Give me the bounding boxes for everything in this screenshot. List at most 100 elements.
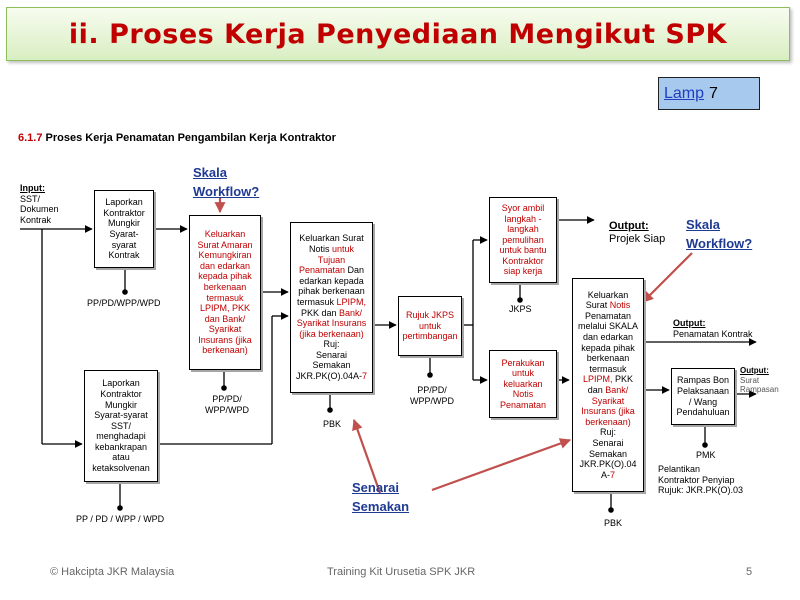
b8-text: dan edarkan (582, 332, 634, 343)
actor-line: WPP/WPD (205, 404, 249, 415)
box-line: Insurans (jika (198, 334, 252, 345)
section-number: 6.1.7 (18, 132, 43, 144)
b8-text: Surat (585, 300, 608, 311)
output-value: Projek Siap (609, 233, 666, 245)
box-line: Syor ambil (501, 202, 545, 213)
actor-pp-1: PP/PD/WPP/WPD (87, 298, 161, 308)
b4-text: untuk (332, 243, 355, 254)
input-line: Dokumen (20, 204, 59, 214)
b8-text: dan (587, 385, 603, 395)
b4-text: Senarai (315, 349, 348, 360)
box-notis-penamatan-skala: Keluarkan Surat Notis Penamatan melalui … (572, 278, 644, 492)
output-value: Surat (740, 375, 760, 385)
b4-text: Syarikat Insurans (296, 318, 367, 329)
b8-text: berkenaan) (585, 416, 631, 427)
box-line: Laporkan (105, 197, 143, 208)
box-rampas-bon: Rampas Bon Pelaksanaan / Wang Pendahulua… (671, 368, 735, 425)
b8-text: termasuk (589, 363, 627, 374)
box-line: Rujuk JKPS (405, 310, 455, 321)
annotation-senarai-semakan: Senarai Semakan (352, 478, 409, 516)
box-line: kepada pihak (198, 271, 252, 282)
b4-text: Dan (347, 265, 365, 276)
b8-text: JKR.PK(O).04 (579, 459, 637, 470)
output-value: Penamatan Kontrak (673, 328, 753, 339)
b8-text: Penamatan (584, 310, 632, 321)
input-label: Input: SST/ Dokumen Kontrak (20, 183, 59, 225)
slide-title: ii. Proses Kerja Penyediaan Mengikut SPK (68, 18, 728, 50)
box-line: Kemungkiran (198, 250, 252, 261)
footer-page-number: 5 (746, 566, 753, 578)
box-line: Pelaksanaan (676, 385, 730, 396)
box-perakukan-notis: Perakukan untuk keluarkan Notis Penamata… (489, 350, 557, 418)
box-line: Syarat- (109, 229, 139, 239)
b8-text: PKK (615, 374, 634, 385)
box-line: berkenaan) (202, 345, 248, 356)
actor-pp-2: PP / PD / WPP / WPD (76, 514, 165, 524)
box-line: pemulihan (502, 234, 544, 245)
actor-pbk-1: PBK (323, 419, 342, 429)
box-line: Mungkir (104, 399, 137, 410)
footer-center: Training Kit Urusetia SPK JKR (327, 566, 476, 578)
box-line: syarat (111, 239, 137, 250)
output-heading: Output: (673, 318, 706, 328)
b4-text: Semakan (312, 360, 351, 371)
input-line: Kontrak (20, 214, 52, 225)
output-penamatan-kontrak: Output: Penamatan Kontrak (673, 318, 753, 339)
box-line: dan Bank/ (204, 313, 246, 324)
b4-text: 7 (362, 371, 368, 382)
box-line: menghadapi (96, 431, 146, 442)
actor-pmk: PMK (696, 450, 716, 460)
box-line: / Wang (688, 396, 718, 407)
box-laporkan-mungkir-kontrak: Laporkan Kontraktor Mungkir Syarat- syar… (94, 190, 154, 268)
b8-text: Insurans (jika (581, 406, 635, 417)
box-line: Laporkan (102, 378, 140, 389)
box-line: Kontraktor (100, 388, 142, 399)
box-rujuk-jkps: Rujuk JKPS untuk pertimbangan (398, 296, 462, 356)
b8-text: Syarikat (591, 395, 625, 406)
box-line: Pendahuluan (676, 407, 730, 418)
box-line: Penamatan (499, 399, 547, 410)
box-line: SST/ (110, 420, 131, 431)
input-line: SST/ (20, 193, 41, 204)
box-line: untuk (418, 320, 442, 331)
box-line: keluarkan (503, 378, 543, 389)
box-laporkan-kebankrapan: Laporkan Kontraktor Mungkir Syarat-syara… (84, 370, 158, 482)
actor-pbk-2: PBK (604, 518, 623, 528)
b4-text: Ruj: (323, 339, 340, 350)
b8-text: melalui SKALA (577, 321, 639, 332)
output-heading: Output: (609, 220, 649, 232)
b8-text: Bank/ (605, 385, 629, 395)
box-line: dan edarkan (199, 260, 251, 271)
section-title: 6.1.7 Proses Kerja Penamatan Pengambilan… (18, 132, 336, 144)
box-line: ketaksolvenan (92, 463, 150, 474)
box-line: Kontrak (108, 250, 140, 261)
b8-text: Semakan (588, 448, 628, 459)
b4-text: PKK dan (300, 307, 337, 318)
actor-line: PP/PD/ (417, 385, 447, 395)
box-line: Perakukan (501, 357, 545, 368)
actor-jkps: JKPS (509, 304, 532, 314)
box-line: Surat Amaran (197, 239, 253, 250)
box-line: langkah (507, 224, 539, 235)
actor-line: WPP/WPD (410, 395, 454, 406)
annotation-skala-workflow-2: Skala Workflow? (686, 215, 752, 253)
box-line: untuk (511, 368, 535, 379)
box-line: LPIPM, PKK (199, 303, 251, 314)
title-banner: ii. Proses Kerja Penyediaan Mengikut SPK (6, 7, 790, 61)
b4-text: Notis (308, 243, 330, 254)
b8-text: Ruj: (599, 427, 616, 438)
box-line: termasuk (206, 292, 244, 303)
b8-text: LPIPM, (582, 374, 613, 385)
box-syor-pemulihan: Syor ambil langkah - langkah pemulihan u… (489, 197, 557, 283)
box-line: langkah - (504, 213, 542, 224)
annotation-line: Workflow? (686, 236, 753, 251)
box-line: untuk bantu (499, 245, 547, 256)
lamp-link[interactable]: Lamp (664, 84, 705, 102)
b4-text: Penamatan (298, 265, 345, 276)
actor-pp-3: PP/PD/ WPP/WPD (205, 394, 249, 415)
box-line: Notis (512, 389, 534, 400)
pelantikan-note: Pelantikan Kontraktor Penyiap Rujuk: JKR… (658, 464, 743, 496)
box-line: Syarikat (208, 324, 242, 335)
box-line: berkenaan (203, 281, 247, 292)
